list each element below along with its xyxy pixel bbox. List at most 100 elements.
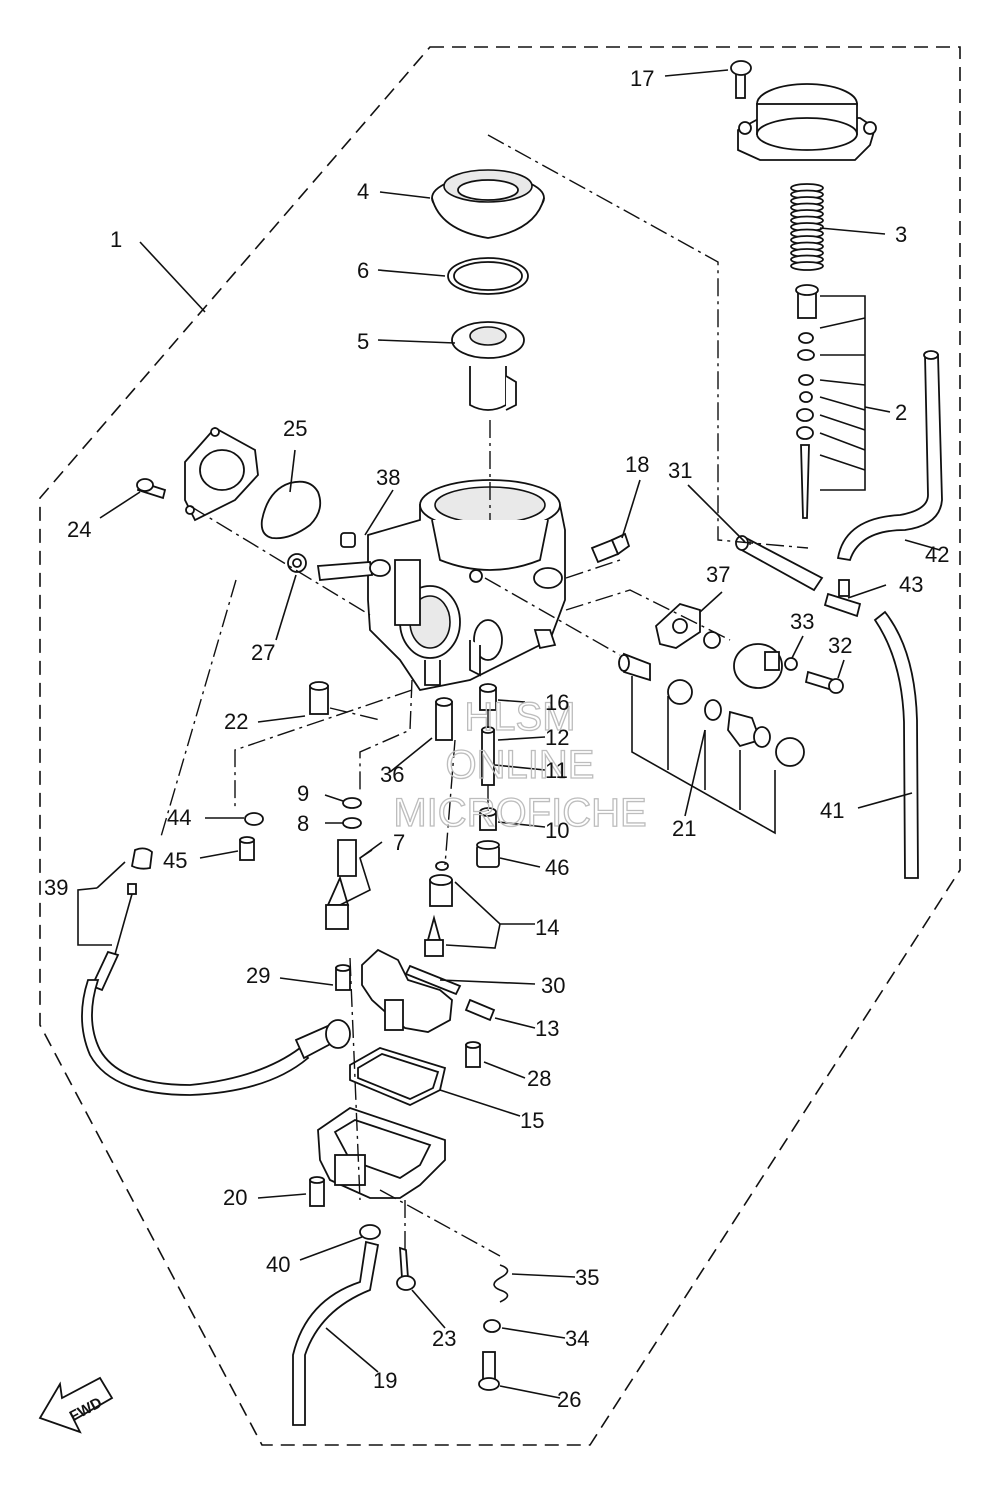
leader-lines (77, 69, 941, 1399)
screw-20 (309, 1176, 325, 1207)
clip-40 (359, 1224, 381, 1240)
collar-38 (340, 532, 356, 548)
callout-17: 17 (630, 66, 654, 91)
o-ring-9 (342, 797, 362, 809)
float-chamber (317, 1107, 446, 1199)
float-30 (361, 948, 462, 1033)
callout-5: 5 (357, 329, 369, 354)
callout-11: 11 (545, 758, 568, 783)
spring-3 (790, 183, 824, 271)
hose-42 (836, 350, 943, 562)
callout-labels: 1 2 3 4 5 6 7 8 9 10 11 12 13 14 15 16 1… (44, 66, 949, 1412)
screw-29 (335, 964, 351, 991)
cover-37 (655, 602, 783, 689)
spring-clip-35 (493, 1264, 509, 1303)
callout-39: 39 (44, 875, 68, 900)
callout-10: 10 (545, 818, 569, 843)
hose-41 (873, 610, 919, 879)
assembly-boundary (39, 46, 961, 1446)
callout-6: 6 (357, 258, 369, 283)
screw-18 (590, 532, 631, 564)
screw-28 (465, 1041, 481, 1068)
callout-21: 21 (672, 816, 696, 841)
callout-29: 29 (246, 963, 270, 988)
drain-screw-26 (478, 1351, 500, 1391)
callout-33: 33 (790, 609, 814, 634)
callout-8: 8 (297, 811, 309, 836)
screw-17 (730, 60, 752, 99)
diaphragm-4 (431, 169, 545, 239)
collar-46 (476, 840, 500, 868)
fitting-left (316, 559, 391, 581)
washer-44 (244, 812, 264, 826)
callout-37: 37 (706, 562, 730, 587)
jet-needle-set (795, 284, 819, 519)
fitting-43 (823, 579, 862, 618)
pipe-36 (435, 697, 453, 741)
callout-24: 24 (67, 517, 91, 542)
callout-14: 14 (535, 915, 559, 940)
drain-hose-19 (292, 1240, 380, 1426)
o-ring-25 (260, 480, 322, 540)
jet-10 (479, 807, 497, 831)
callout-15: 15 (520, 1108, 544, 1133)
carburetor-top-cap (737, 83, 877, 161)
screw-45 (239, 836, 255, 861)
callout-18: 18 (625, 452, 649, 477)
callout-30: 30 (541, 973, 565, 998)
screw-32 (804, 670, 844, 694)
watermark-line-2: ONLINE (446, 743, 595, 787)
intake-gasket (184, 426, 259, 522)
needle-valve-14 (424, 861, 453, 957)
callout-9: 9 (297, 781, 309, 806)
callout-2: 2 (895, 400, 907, 425)
washer-34 (483, 1319, 501, 1333)
pin-13 (464, 998, 496, 1022)
callout-1: 1 (110, 227, 122, 252)
throttle-cable-39 (81, 847, 351, 1096)
assembly-chain-lines (159, 134, 809, 1257)
spring-coil (790, 261, 824, 271)
clip-33 (784, 657, 798, 671)
watermark: HLSM ONLINE MICROFICHE (393, 694, 648, 835)
callout-22: 22 (224, 709, 248, 734)
washer-8 (342, 817, 362, 829)
gasket-15 (349, 1047, 447, 1106)
callout-34: 34 (565, 1326, 589, 1351)
callout-27: 27 (251, 640, 275, 665)
nut-27 (287, 553, 307, 573)
callout-25: 25 (283, 416, 307, 441)
callout-31: 31 (668, 458, 692, 483)
callout-38: 38 (376, 465, 400, 490)
callout-45: 45 (163, 848, 187, 873)
callout-3: 3 (895, 222, 907, 247)
fwd-arrow-icon: FWD (38, 1376, 114, 1434)
cap-22 (309, 681, 329, 715)
callout-41: 41 (820, 798, 844, 823)
callout-43: 43 (899, 572, 923, 597)
callout-46: 46 (545, 855, 569, 880)
callout-7: 7 (393, 830, 405, 855)
pilot-screw-set-7 (325, 839, 357, 930)
screw-23 (396, 1246, 416, 1291)
callout-13: 13 (535, 1016, 559, 1041)
callout-40: 40 (266, 1252, 290, 1277)
callout-36: 36 (380, 762, 404, 787)
callout-32: 32 (828, 633, 852, 658)
callout-20: 20 (223, 1185, 247, 1210)
piston-valve-5 (451, 321, 525, 411)
callout-12: 12 (545, 725, 569, 750)
callout-35: 35 (575, 1265, 599, 1290)
o-ring-6 (447, 257, 529, 295)
callout-16: 16 (545, 690, 569, 715)
callout-23: 23 (432, 1326, 456, 1351)
callout-42: 42 (925, 542, 949, 567)
pipe-31 (735, 535, 824, 592)
screw-24 (136, 478, 167, 500)
watermark-line-3: MICROFICHE (393, 791, 646, 835)
callout-28: 28 (527, 1066, 551, 1091)
callout-44: 44 (167, 805, 191, 830)
callout-4: 4 (357, 179, 369, 204)
carburetor-body (367, 479, 566, 692)
